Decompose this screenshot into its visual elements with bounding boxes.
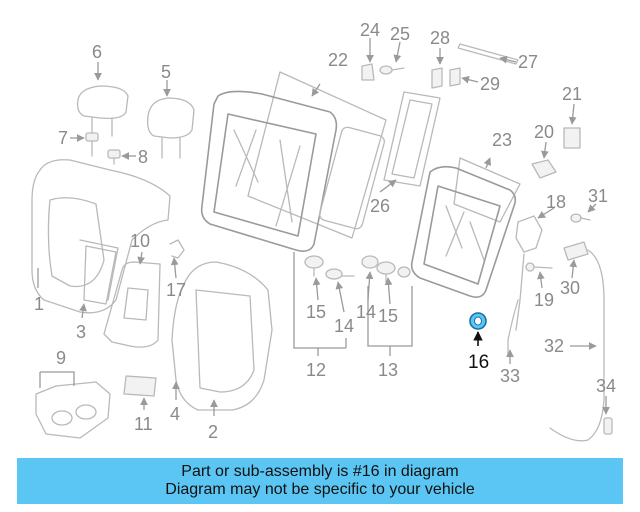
banner-line-part: Part or sub-assembly is #16 in diagram xyxy=(181,463,459,480)
callout-1: 1 xyxy=(34,294,44,314)
callout-14a: 14 xyxy=(334,316,354,336)
callout-12: 12 xyxy=(306,360,326,380)
bracket-20 xyxy=(531,159,557,179)
callout-33: 33 xyxy=(500,366,520,386)
bracket-21 xyxy=(563,127,581,149)
latch-18 xyxy=(515,215,543,331)
bolt-19 xyxy=(525,262,553,272)
bolt-14a xyxy=(325,268,355,280)
clip-17 xyxy=(169,239,185,259)
clip-29 xyxy=(449,67,461,87)
callout-24: 24 xyxy=(360,20,380,40)
callout-13: 13 xyxy=(378,360,398,380)
callout-26: 26 xyxy=(370,196,390,216)
callout-22: 22 xyxy=(328,50,348,70)
armrest-frame-10 xyxy=(103,261,161,348)
rod-27 xyxy=(457,43,519,65)
info-banner: Part or sub-assembly is #16 in diagram D… xyxy=(17,458,623,504)
headrest-guide-7 xyxy=(85,132,99,157)
seat-back-cushion-left xyxy=(31,159,171,314)
callout-28: 28 xyxy=(430,28,450,48)
callout-17: 17 xyxy=(166,280,186,300)
callout-30: 30 xyxy=(560,278,580,298)
callout-15b: 15 xyxy=(378,306,398,326)
release-cable-30 xyxy=(549,241,613,442)
screw-25 xyxy=(379,65,405,75)
banner-line-disclaimer: Diagram may not be specific to your vehi… xyxy=(165,481,475,498)
bolt-13 xyxy=(397,266,411,278)
leader-lines xyxy=(37,38,610,416)
trim-piece-3 xyxy=(83,245,117,305)
callout-16: 16 xyxy=(468,352,489,373)
callout-2: 2 xyxy=(208,422,218,442)
bolt-31 xyxy=(570,213,591,223)
callout-9: 9 xyxy=(56,348,66,368)
callout-14b: 14 xyxy=(356,302,376,322)
callout-8: 8 xyxy=(138,147,148,167)
bolt-14b xyxy=(361,255,379,269)
callout-5: 5 xyxy=(161,62,171,82)
callout-11: 11 xyxy=(134,414,153,434)
callout-34: 34 xyxy=(596,376,616,396)
callout-31: 31 xyxy=(588,186,608,206)
callout-20: 20 xyxy=(534,122,554,142)
bracket-24 xyxy=(361,63,375,81)
callout-32: 32 xyxy=(544,336,564,356)
callout-4: 4 xyxy=(170,404,180,424)
seat-frame-right-23 xyxy=(410,157,521,298)
callout-15a: 15 xyxy=(306,302,326,322)
callout-18: 18 xyxy=(546,192,566,212)
seat-frame-left-22 xyxy=(200,71,387,252)
cable-33 xyxy=(507,299,519,357)
callout-6: 6 xyxy=(92,42,102,62)
headrest-guide-8 xyxy=(107,149,121,165)
headrest-right xyxy=(146,97,195,159)
trim-strip-11 xyxy=(123,375,157,397)
panel-26 xyxy=(383,91,441,187)
callout-labels: 1 2 3 4 5 6 7 8 9 10 11 12 13 14 14 15 1… xyxy=(34,20,616,442)
clip-28 xyxy=(431,67,443,89)
bolt-15b xyxy=(376,261,396,283)
seat-back-cushion-center xyxy=(171,261,273,411)
callout-25: 25 xyxy=(390,24,410,44)
callout-23: 23 xyxy=(492,130,512,150)
parts-diagram: 1 2 3 4 5 6 7 8 9 10 11 12 13 14 14 15 1… xyxy=(31,20,616,442)
headrest-left xyxy=(76,85,129,137)
bolt-15a xyxy=(304,255,324,277)
callout-21: 21 xyxy=(562,84,582,104)
callout-19: 19 xyxy=(534,290,554,310)
callout-7: 7 xyxy=(58,128,68,148)
callout-27: 27 xyxy=(518,52,538,72)
callout-3: 3 xyxy=(76,322,86,342)
cupholder-tray-9 xyxy=(35,381,111,439)
callout-29: 29 xyxy=(480,74,500,94)
callout-10: 10 xyxy=(130,231,150,251)
part-16-cap xyxy=(469,312,487,330)
